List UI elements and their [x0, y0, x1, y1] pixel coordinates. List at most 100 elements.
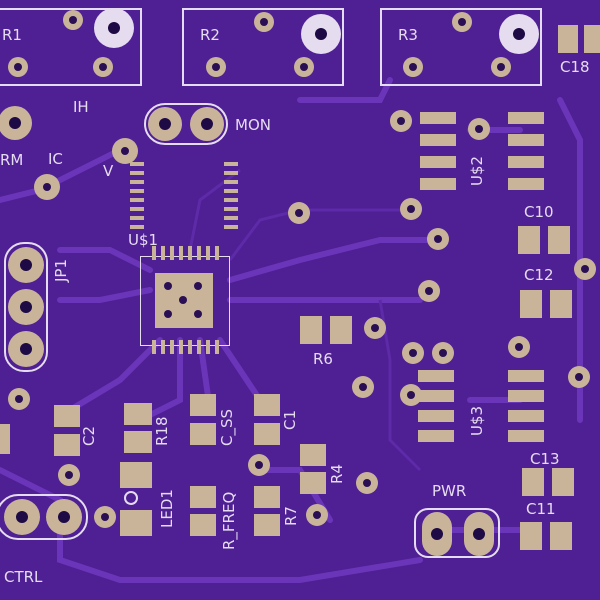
u3-pad	[508, 370, 544, 382]
u1-pin	[224, 171, 238, 175]
r-freq-pad	[190, 514, 216, 536]
u1-pin	[161, 246, 165, 260]
u1-thermal-via	[162, 308, 174, 320]
u1-pin	[188, 246, 192, 260]
c13-pad	[522, 468, 544, 496]
via	[94, 506, 116, 528]
via	[468, 118, 490, 140]
u1-pin	[224, 180, 238, 184]
edge-pad	[0, 424, 10, 454]
u2-pad	[420, 134, 456, 146]
ic-label: IC	[48, 150, 63, 168]
via	[306, 504, 328, 526]
u1-pin	[197, 246, 201, 260]
r2-pin	[254, 12, 274, 32]
u1-pin	[224, 162, 238, 166]
r18-label: R18	[153, 416, 171, 446]
pwr-outline	[414, 508, 500, 558]
via	[248, 454, 270, 476]
c12-pad	[550, 290, 572, 318]
c10-pad	[518, 226, 540, 254]
r1-wiper	[94, 8, 134, 48]
v-label: V	[103, 162, 114, 180]
mon-pin-2	[190, 107, 224, 141]
u1-pin	[206, 340, 210, 354]
u2-pad	[420, 178, 456, 190]
u2-pad	[508, 134, 544, 146]
c1-label: C1	[281, 409, 299, 430]
u1-pin	[206, 246, 210, 260]
ctrl-pin-2	[46, 499, 82, 535]
u1-pin	[130, 162, 144, 166]
r3-pin	[403, 57, 423, 77]
u1-pin	[188, 340, 192, 354]
led1-label: LED1	[158, 489, 176, 528]
jp1-pin-2	[8, 289, 44, 325]
via	[568, 366, 590, 388]
led1-polarity-mark	[124, 491, 138, 505]
r18-pad	[124, 431, 152, 453]
jp1-label: JP1	[52, 258, 70, 282]
u1-pin	[130, 198, 144, 202]
u2-pad	[420, 112, 456, 124]
r1-label: R1	[2, 26, 22, 44]
via	[574, 258, 596, 280]
via	[8, 388, 30, 410]
u1-pin	[197, 340, 201, 354]
u2-pad	[508, 178, 544, 190]
c-ss-pad	[190, 394, 216, 416]
u1-pin	[215, 340, 219, 354]
via	[356, 472, 378, 494]
r2-pin	[294, 57, 314, 77]
u1-label: U$1	[128, 231, 159, 249]
u1-pin	[224, 225, 238, 229]
u1-pin	[152, 340, 156, 354]
pwr-pin-1	[422, 512, 452, 556]
u1-pin	[130, 225, 144, 229]
r2-label: R2	[200, 26, 220, 44]
r-freq-pad	[190, 486, 216, 508]
u1-pin	[161, 340, 165, 354]
c2-label: C2	[80, 425, 98, 446]
c1-pad	[254, 394, 280, 416]
pwr-pin-2	[464, 512, 494, 556]
u1-pin	[130, 171, 144, 175]
u1-thermal-via	[162, 280, 174, 292]
c2-pad	[54, 405, 80, 427]
ctrl-outline	[0, 494, 88, 540]
u1-pin	[170, 246, 174, 260]
u3-pad	[508, 410, 544, 422]
c11-pad	[550, 522, 572, 550]
u1-pin	[224, 189, 238, 193]
r-freq-label: R_FREQ	[220, 491, 238, 550]
jp1-pin-3	[8, 331, 44, 367]
r4-pad	[300, 444, 326, 466]
r3-outline	[380, 8, 542, 86]
r1-pin	[63, 10, 83, 30]
c13-pad	[552, 468, 574, 496]
u1-pin	[224, 207, 238, 211]
u3-pad	[418, 410, 454, 422]
r18-pad	[124, 403, 152, 425]
r2-pin	[206, 57, 226, 77]
u1-pin	[224, 198, 238, 202]
c10-pad	[548, 226, 570, 254]
r3-label: R3	[398, 26, 418, 44]
c10-label: C10	[524, 203, 554, 221]
via	[418, 280, 440, 302]
jp1-outline	[4, 242, 48, 372]
u1-pin	[179, 340, 183, 354]
u1-outline	[140, 256, 230, 346]
u1-pin	[130, 180, 144, 184]
u2-pad	[420, 156, 456, 168]
u3-pad	[418, 430, 454, 442]
ih-label: IH	[73, 98, 89, 116]
via	[352, 376, 374, 398]
u1-pin	[130, 207, 144, 211]
via	[427, 228, 449, 250]
u2-label: U$2	[468, 155, 486, 186]
pwr-label: PWR	[432, 482, 467, 500]
led1-pad	[120, 510, 152, 536]
mon-label: MON	[235, 116, 271, 134]
